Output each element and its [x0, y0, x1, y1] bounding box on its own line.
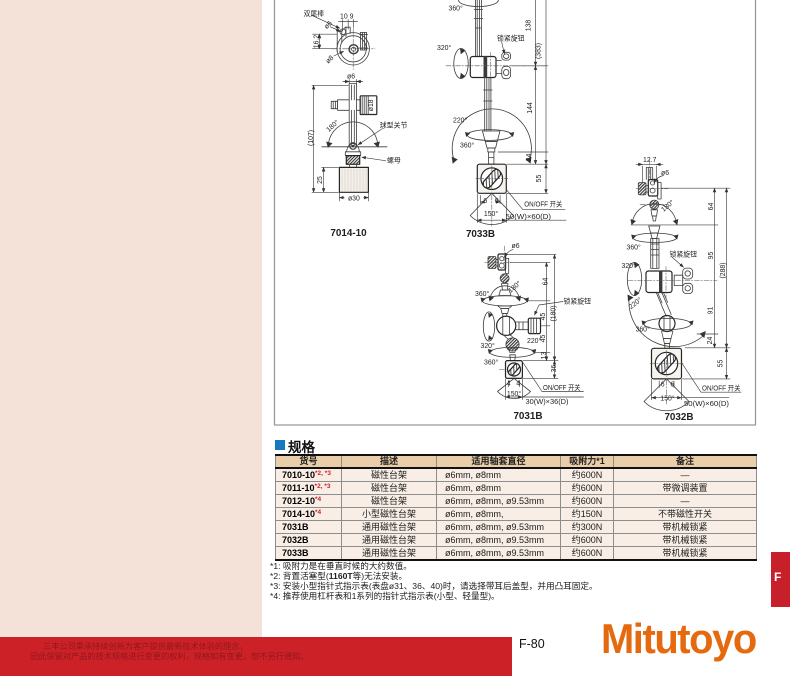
svg-text:12.7: 12.7	[643, 157, 657, 164]
svg-text:36: 36	[551, 365, 558, 373]
svg-text:220°: 220°	[527, 337, 541, 345]
svg-text:(107): (107)	[308, 130, 315, 146]
svg-text:ø6: ø6	[323, 20, 334, 31]
svg-text:24: 24	[526, 154, 533, 162]
svg-text:ON/OFF 开关: ON/OFF 开关	[524, 200, 562, 209]
svg-text:ø6: ø6	[347, 74, 355, 81]
svg-text:锁紧旋钮: 锁紧旋钮	[670, 250, 698, 259]
svg-text:180°: 180°	[325, 118, 341, 134]
svg-text:144: 144	[527, 102, 534, 114]
svg-text:220°: 220°	[453, 117, 467, 125]
svg-text:360°: 360°	[627, 244, 641, 252]
svg-text:7033B: 7033B	[466, 229, 495, 240]
svg-text:7014-10: 7014-10	[330, 228, 367, 239]
svg-text:95: 95	[708, 252, 715, 260]
svg-text:6: 6	[483, 198, 487, 205]
svg-text:45: 45	[540, 313, 547, 321]
svg-text:锁紧旋钮: 锁紧旋钮	[497, 34, 525, 43]
svg-text:320°: 320°	[481, 342, 495, 350]
svg-text:150°: 150°	[507, 390, 521, 398]
svg-text:25: 25	[317, 176, 324, 184]
svg-text:91: 91	[708, 307, 715, 315]
svg-text:锁紧旋钮: 锁紧旋钮	[564, 297, 592, 306]
svg-text:ø8: ø8	[325, 54, 336, 65]
svg-text:13: 13	[541, 352, 548, 360]
svg-text:ø6: ø6	[512, 243, 520, 250]
svg-text:(383): (383)	[536, 43, 543, 59]
svg-text:(180): (180)	[551, 305, 558, 321]
svg-text:180°: 180°	[507, 279, 523, 294]
svg-text:50(W)×60(D): 50(W)×60(D)	[684, 401, 729, 408]
svg-text:7032B: 7032B	[664, 412, 693, 423]
svg-text:10 9: 10 9	[340, 14, 354, 21]
svg-text:24: 24	[707, 337, 714, 345]
svg-text:ON/OFF 开关: ON/OFF 开关	[702, 384, 741, 393]
svg-text:320°: 320°	[622, 262, 636, 270]
svg-text:150°: 150°	[660, 395, 674, 403]
svg-text:360°: 360°	[636, 326, 650, 334]
svg-text:180°: 180°	[660, 198, 676, 213]
svg-text:138: 138	[526, 20, 533, 32]
svg-text:6: 6	[670, 382, 674, 389]
svg-text:球型关节: 球型关节	[380, 121, 408, 130]
svg-text:(288): (288)	[720, 262, 727, 278]
svg-text:ON/OFF 开关: ON/OFF 开关	[543, 383, 581, 392]
svg-text:4: 4	[507, 381, 511, 388]
svg-text:ø6: ø6	[661, 170, 669, 177]
svg-text:ø30: ø30	[348, 196, 360, 203]
svg-text:双尾棒: 双尾棒	[304, 9, 325, 18]
svg-text:6: 6	[661, 382, 665, 389]
svg-text:360°: 360°	[484, 359, 498, 367]
svg-text:50(W)×60(D): 50(W)×60(D)	[506, 214, 552, 221]
svg-text:150°: 150°	[484, 210, 498, 218]
svg-text:360°: 360°	[475, 290, 489, 298]
svg-text:360°: 360°	[460, 142, 474, 150]
svg-text:6: 6	[495, 198, 499, 205]
svg-text:7031B: 7031B	[513, 411, 542, 422]
svg-text:55: 55	[536, 175, 543, 183]
svg-text:45: 45	[540, 335, 547, 343]
svg-text:30(W)×36(D): 30(W)×36(D)	[526, 399, 569, 406]
svg-text:64: 64	[708, 203, 715, 211]
svg-text:55: 55	[718, 360, 725, 368]
svg-text:螺母: 螺母	[387, 156, 401, 165]
svg-text:16.2: 16.2	[314, 35, 321, 49]
svg-text:4: 4	[516, 381, 520, 388]
svg-text:64: 64	[543, 278, 550, 286]
svg-text:320°: 320°	[437, 44, 451, 52]
svg-text:360°: 360°	[449, 5, 463, 13]
svg-text:ø18: ø18	[368, 99, 375, 111]
